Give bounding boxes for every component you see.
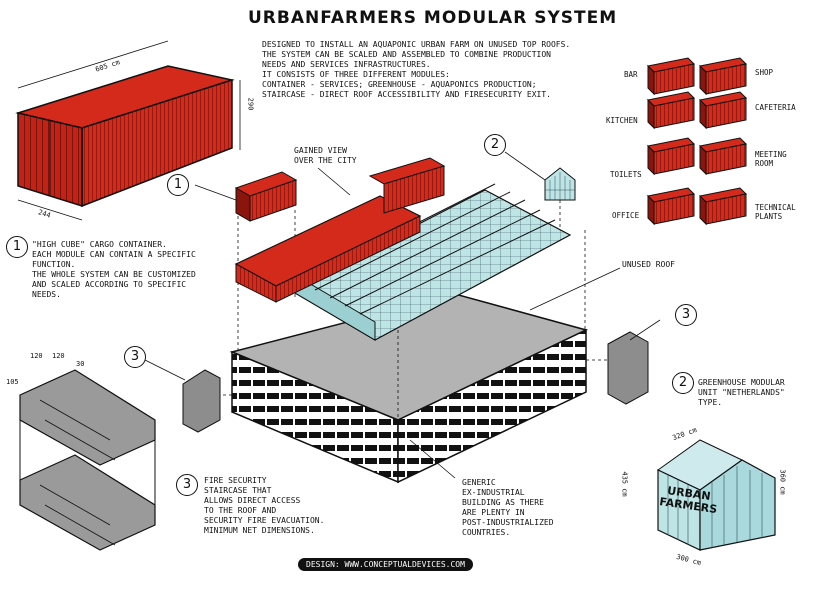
callout-view: GAINED VIEW OVER THE CITY: [294, 146, 357, 165]
module-label-technical-plants: TECHNICAL PLANTS: [755, 203, 796, 221]
staircase-small-right: [607, 331, 649, 405]
diagram-number-3-right: 3: [675, 304, 697, 326]
greenhouse-detail-drawing: [657, 439, 776, 551]
note-greenhouse-text: GREENHOUSE MODULAR UNIT "NETHERLANDS" TY…: [698, 378, 785, 407]
module-label-cafeteria: CAFETERIA: [755, 103, 796, 112]
diagram-number-3-left: 3: [124, 346, 146, 368]
description-text: DESIGNED TO INSTALL AN AQUAPONIC URBAN F…: [262, 40, 571, 99]
module-containers: [646, 57, 748, 226]
module-label-office: OFFICE: [612, 211, 640, 220]
greenhouse-dim-left: 435 cm: [620, 471, 629, 497]
container-height-dim: 290: [246, 97, 255, 111]
cargo-container-drawing: [15, 40, 241, 221]
page-title: URBANFARMERS MODULAR SYSTEM: [248, 8, 618, 28]
stair-dim-a: 120: [30, 352, 43, 360]
callout-building: GENERIC EX-INDUSTRIAL BUILDING AS THERE …: [462, 478, 554, 537]
module-label-shop: SHOP: [755, 68, 774, 77]
stair-dim-h: 105: [6, 378, 19, 386]
stair-dim-b: 120: [52, 352, 65, 360]
module-label-meeting-room: MEETING ROOM: [755, 150, 787, 168]
note-container-text: "HIGH CUBE" CARGO CONTAINER. EACH MODULE…: [32, 240, 196, 299]
staircase-small-left: [182, 369, 221, 433]
note-container-number: 1: [6, 236, 28, 258]
roof-containers: [234, 157, 446, 303]
module-label-kitchen: KITCHEN: [606, 116, 638, 125]
module-label-bar: BAR: [624, 70, 638, 79]
staircase-drawing: [19, 369, 156, 551]
greenhouse-module-small: [544, 167, 576, 201]
greenhouse-dim-right: 360 cm: [778, 469, 787, 495]
stair-dim-c: 30: [76, 360, 85, 368]
diagram-number-2: 2: [484, 134, 506, 156]
module-label-toilets: TOILETS: [610, 170, 642, 179]
note-stairs-text: FIRE SECURITY STAIRCASE THAT ALLOWS DIRE…: [204, 476, 325, 535]
note-greenhouse-number: 2: [672, 372, 694, 394]
note-stairs-number: 3: [176, 474, 198, 496]
design-credit[interactable]: DESIGN: WWW.CONCEPTUALDEVICES.COM: [298, 558, 473, 571]
diagram-number-1: 1: [167, 174, 189, 196]
callout-roof: UNUSED ROOF: [622, 260, 675, 269]
leader-lines: [144, 151, 661, 479]
